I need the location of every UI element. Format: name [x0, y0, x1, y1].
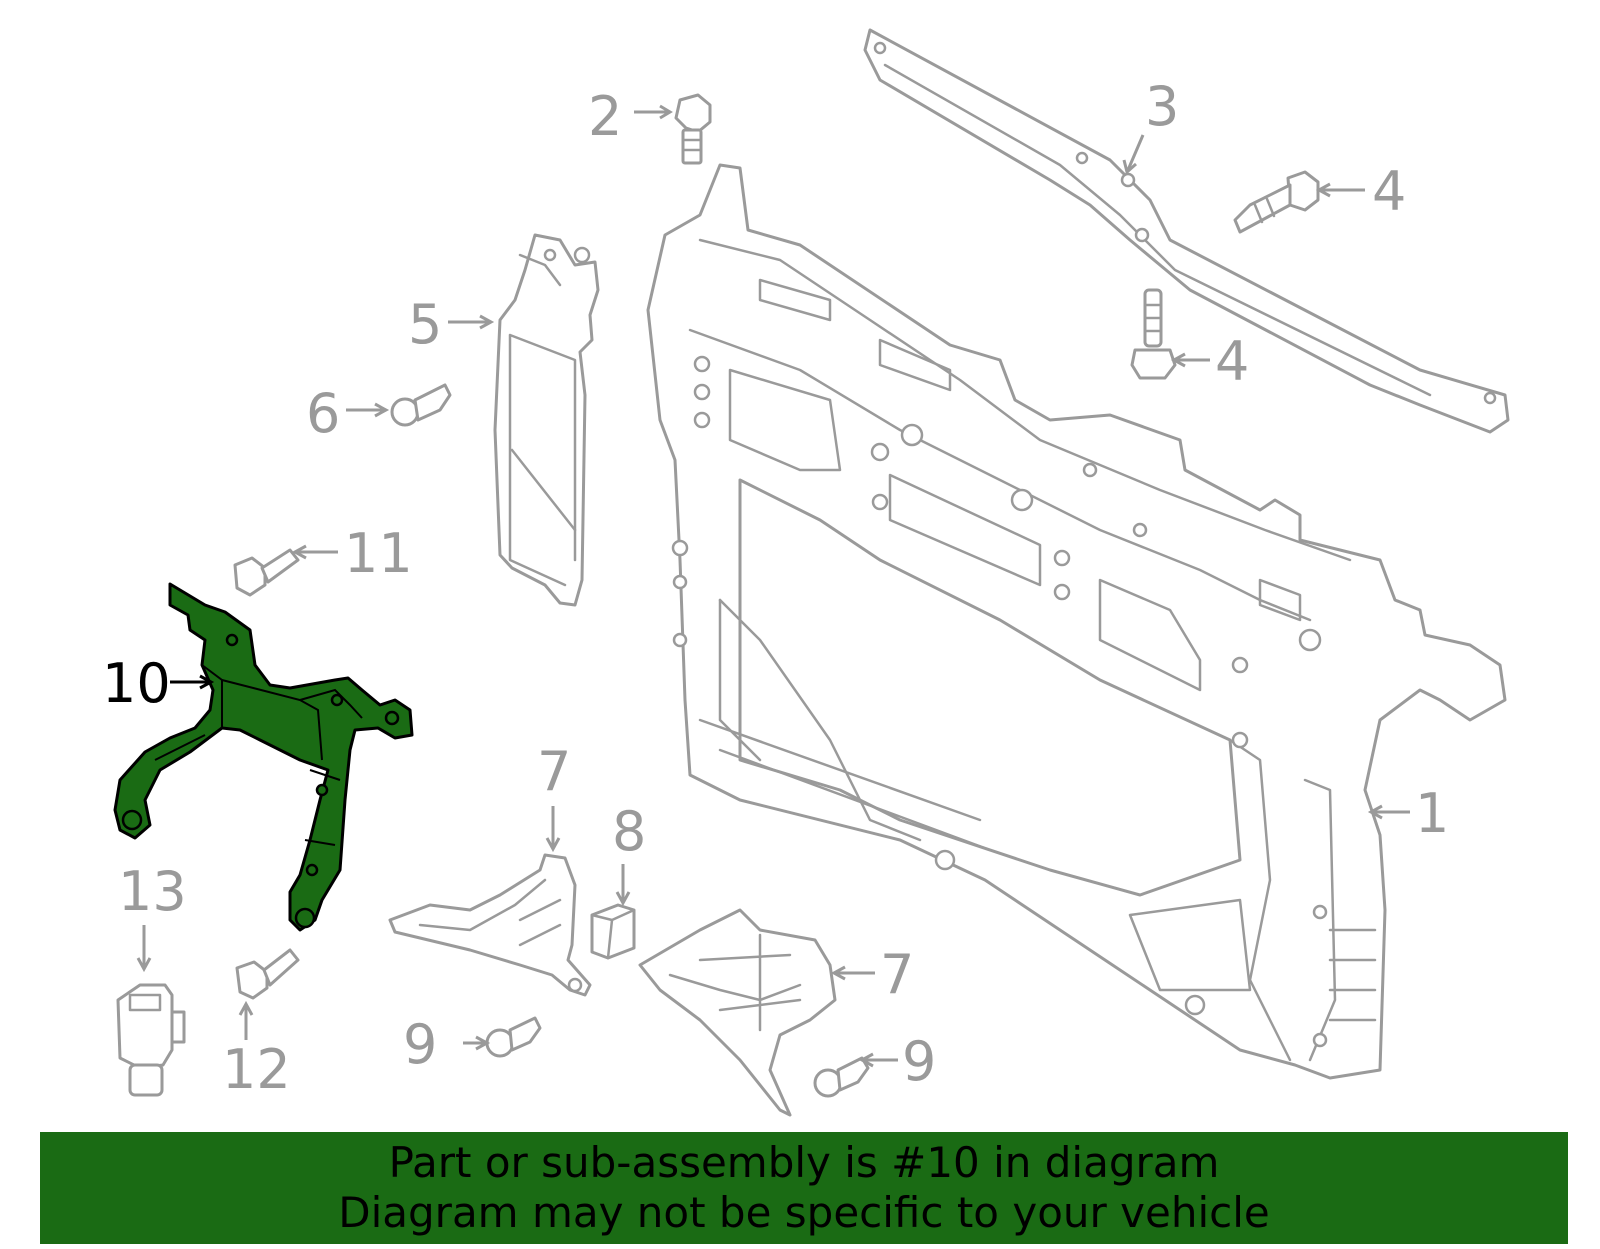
part-9-clip-left[interactable]: [485, 1016, 542, 1058]
part-4-bolt-lower[interactable]: [1130, 288, 1177, 380]
callout-4-lower: 4: [1215, 330, 1249, 393]
part-3-upper-tie-bar[interactable]: [863, 28, 1510, 434]
part-2-bolt[interactable]: [674, 93, 712, 165]
callout-7-lower: 7: [880, 943, 914, 1006]
callout-6: 6: [306, 382, 340, 445]
callout-9-right: 9: [902, 1030, 936, 1093]
callout-4-upper: 4: [1372, 160, 1406, 223]
callout-3: 3: [1145, 75, 1179, 138]
part-4-bolt-upper[interactable]: [1233, 170, 1320, 234]
part-11-bolt[interactable]: [233, 548, 300, 597]
part-10-bracket-highlighted[interactable]: [113, 582, 414, 932]
callout-1: 1: [1415, 782, 1449, 845]
callout-9-left: 9: [403, 1013, 437, 1076]
callout-7-upper: 7: [537, 740, 571, 803]
part-8-block[interactable]: [590, 903, 636, 960]
part-7-deflector-left[interactable]: [388, 853, 592, 997]
callout-12: 12: [222, 1038, 291, 1101]
part-6-clip[interactable]: [390, 383, 452, 427]
part-7-deflector-right[interactable]: [638, 908, 837, 1117]
callout-8: 8: [612, 800, 646, 863]
leader-lines: [136, 104, 1410, 1068]
part-13-sensor[interactable]: [116, 983, 186, 1097]
callout-11: 11: [344, 522, 413, 585]
callout-13: 13: [118, 860, 187, 923]
part-5-air-guide[interactable]: [493, 233, 600, 607]
banner-line-1: Part or sub-assembly is #10 in diagram: [388, 1138, 1220, 1187]
part-1-radiator-support[interactable]: [646, 163, 1507, 1080]
callout-10: 10: [102, 652, 171, 715]
part-12-bolt[interactable]: [235, 948, 300, 1000]
callout-2: 2: [588, 85, 622, 148]
banner-line-2: Diagram may not be specific to your vehi…: [338, 1188, 1270, 1237]
callout-5: 5: [408, 293, 442, 356]
info-banner: Part or sub-assembly is #10 in diagram D…: [40, 1132, 1568, 1244]
part-9-clip-right[interactable]: [813, 1056, 870, 1098]
